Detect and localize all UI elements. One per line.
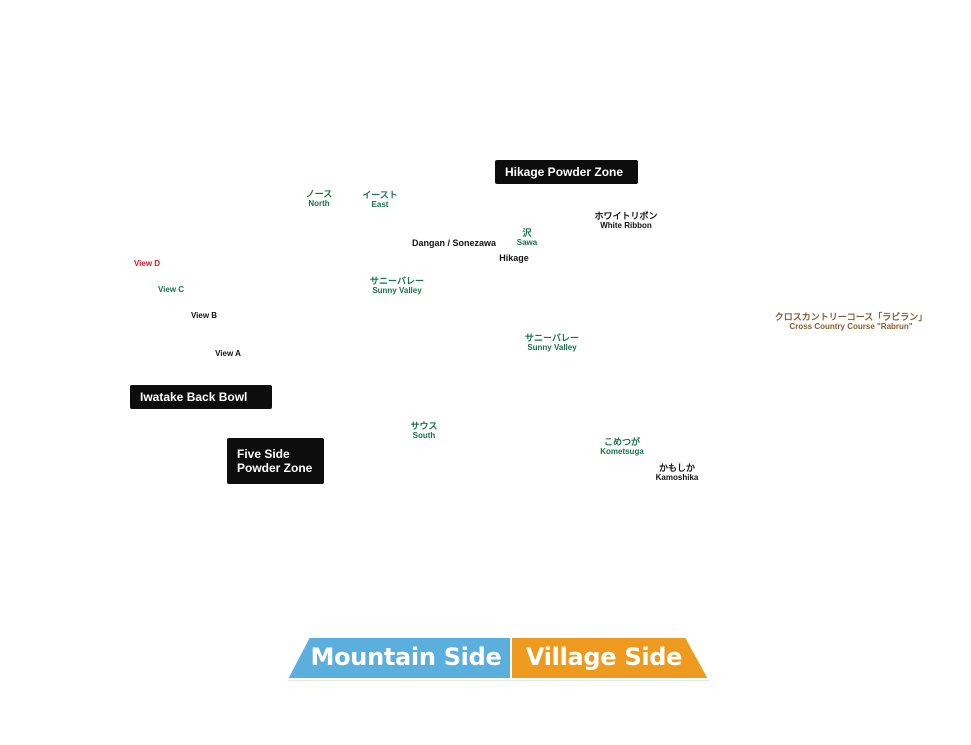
zone-hikage-powder[interactable]: Hikage Powder Zone — [495, 160, 638, 184]
course-cross-country[interactable]: クロスカントリーコース「ラビラン」 Cross Country Course "… — [771, 312, 931, 332]
course-sawa-en: Sawa — [516, 238, 538, 248]
course-cross-country-jp: クロスカントリーコース「ラビラン」 — [774, 312, 928, 322]
course-east-en: East — [371, 200, 389, 210]
zone-five-side-line1: Five Side — [237, 446, 290, 461]
course-kamoshika[interactable]: かもしか Kamoshika — [650, 463, 704, 483]
course-kometsuga-jp: こめつが — [603, 437, 640, 447]
course-sunny-valley-upper-en: Sunny Valley — [372, 286, 422, 296]
zone-five-side-powder[interactable]: Five Side Powder Zone — [227, 438, 324, 484]
course-sunny-valley-lower[interactable]: サニーバレー Sunny Valley — [519, 333, 585, 353]
course-east[interactable]: イースト East — [358, 190, 402, 210]
zone-iwatake-label: Iwatake Back Bowl — [140, 389, 248, 404]
tab-village-side[interactable]: Village Side — [525, 643, 683, 671]
course-north[interactable]: ノース North — [299, 189, 339, 209]
zone-iwatake-back-bowl[interactable]: Iwatake Back Bowl — [130, 385, 272, 409]
course-north-jp: ノース — [305, 189, 333, 199]
zone-five-side-line2: Powder Zone — [237, 461, 313, 475]
view-d[interactable]: View D — [133, 259, 161, 268]
view-a[interactable]: View A — [215, 349, 241, 358]
tab-mountain-side[interactable]: Mountain Side — [310, 643, 502, 671]
course-sunny-valley-upper[interactable]: サニーバレー Sunny Valley — [364, 276, 430, 296]
course-kamoshika-en: Kamoshika — [655, 473, 699, 483]
course-kometsuga[interactable]: こめつが Kometsuga — [594, 437, 650, 457]
course-sunny-valley-upper-jp: サニーバレー — [370, 276, 424, 286]
course-sunny-valley-lower-en: Sunny Valley — [527, 343, 577, 353]
course-dangan-sonezawa[interactable]: Dangan / Sonezawa — [411, 238, 497, 248]
village-tab-bg — [510, 636, 711, 680]
course-south-en: South — [412, 431, 436, 441]
view-b[interactable]: View B — [190, 311, 218, 320]
side-tabs: Mountain Side Village Side — [285, 635, 711, 681]
course-east-jp: イースト — [362, 190, 398, 200]
course-cross-country-en: Cross Country Course "Rabrun" — [789, 322, 913, 332]
course-sawa-jp: 沢 — [522, 228, 532, 238]
zone-hikage-powder-label: Hikage Powder Zone — [505, 164, 624, 179]
course-sawa[interactable]: 沢 Sawa — [512, 228, 542, 248]
course-white-ribbon[interactable]: ホワイトリボン White Ribbon — [591, 211, 661, 231]
course-white-ribbon-en: White Ribbon — [600, 221, 652, 231]
course-sunny-valley-lower-jp: サニーバレー — [525, 333, 579, 343]
course-north-en: North — [308, 199, 330, 209]
course-south[interactable]: サウス South — [404, 421, 444, 441]
side-tabs-shape — [285, 636, 711, 681]
view-c[interactable]: View C — [157, 285, 185, 294]
course-kamoshika-jp: かもしか — [658, 463, 695, 473]
course-hikage[interactable]: Hikage — [499, 253, 529, 263]
course-white-ribbon-jp: ホワイトリボン — [594, 211, 658, 221]
course-south-jp: サウス — [410, 421, 438, 431]
course-kometsuga-en: Kometsuga — [600, 447, 644, 457]
